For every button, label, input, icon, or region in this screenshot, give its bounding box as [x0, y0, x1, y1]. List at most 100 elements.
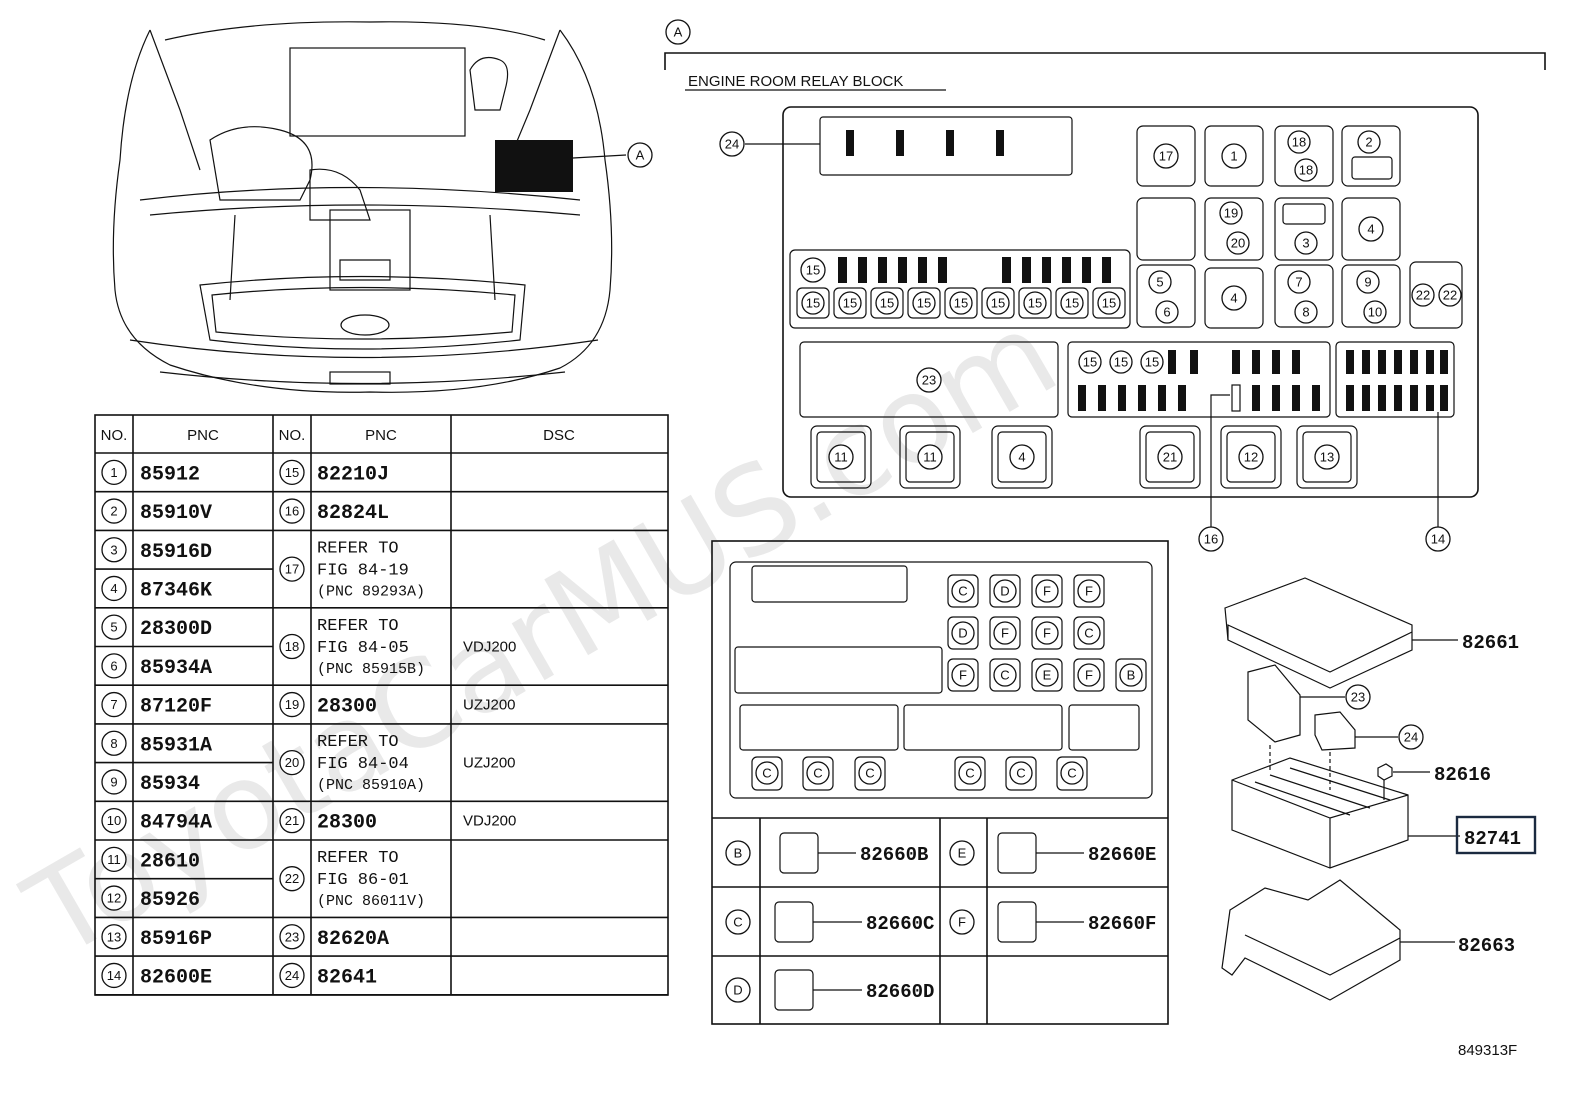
mid-bar: [1158, 385, 1166, 411]
diagram-code: 849313F: [1458, 1042, 1517, 1059]
table-pnc-line3: (PNC 85915B): [317, 661, 425, 678]
table-no-19-circle: [279, 691, 305, 718]
connector-C: C: [813, 766, 822, 781]
fuse-15-circle: [986, 291, 1010, 315]
exploded-23: 23: [1351, 690, 1365, 705]
header-pnc-right: PNC: [365, 427, 397, 444]
fuse-10: 10: [1368, 305, 1382, 320]
table-no-5: 5: [110, 620, 117, 635]
table-no-10-circle: [101, 808, 127, 834]
table-pnc-line2: FIG 86-01: [317, 871, 409, 890]
fuse-15: 15: [1102, 296, 1116, 311]
table-pnc-line3: (PNC 86011V): [317, 893, 425, 910]
table-no-20: 20: [285, 755, 299, 770]
strip-bar: [1022, 257, 1031, 283]
table-no-17: 17: [285, 562, 299, 577]
connector-C-circle: [1060, 761, 1084, 785]
connector-slot: [954, 756, 986, 791]
fuse-15-circle: [1097, 291, 1121, 315]
relay-inner: [1226, 431, 1276, 483]
mid-bar: [1252, 350, 1260, 374]
fuse-15: 15: [843, 296, 857, 311]
table-pnc: 28300: [317, 812, 377, 835]
mid-bar: [1178, 385, 1186, 411]
relay-1: 1: [1230, 149, 1237, 164]
fuse-15: 15: [1028, 296, 1042, 311]
table-dsc: VDJ200: [463, 813, 516, 830]
table-no-23-circle: [279, 924, 305, 950]
table-pnc: 85916P: [140, 928, 212, 951]
table-pnc: REFER TO: [317, 849, 399, 868]
table-no-9: 9: [110, 774, 117, 789]
connector-F-circle: [1035, 621, 1059, 645]
table-pnc: 28610: [140, 850, 200, 873]
connector-E: E: [1043, 668, 1052, 683]
bottom-relay-13: 13: [1320, 450, 1334, 465]
legend-letter-F-circle: [949, 909, 975, 935]
table-no-5-circle: [101, 614, 127, 640]
table-no-7-circle: [101, 691, 127, 718]
connector-slot: [1031, 658, 1063, 692]
relay-inner: [997, 431, 1047, 483]
relay-4b: 4: [1230, 291, 1237, 306]
connector-C: C: [958, 584, 967, 599]
strip-bar: [1042, 257, 1051, 283]
table-no-7: 7: [110, 697, 117, 712]
mid-bar: [1292, 385, 1300, 411]
table-no-3: 3: [110, 542, 117, 557]
connector-icon: [997, 832, 1037, 874]
table-pnc: REFER TO: [317, 733, 399, 752]
label-cover: 82661: [1462, 632, 1519, 654]
fuse-15-mid-circle: [1140, 350, 1164, 374]
connector-C-circle: [951, 579, 975, 603]
strip-bar: [918, 257, 927, 283]
table-no-13-circle: [101, 924, 127, 950]
table-no-13: 13: [107, 929, 121, 944]
relay-17: 17: [1159, 149, 1173, 164]
table-pnc: 82620A: [317, 928, 389, 951]
relay-inner: [1145, 431, 1195, 483]
connector-B-circle: [1119, 663, 1143, 687]
bottom-relay-4-circle: [1009, 444, 1035, 470]
mid-bar: [1292, 350, 1300, 374]
connector-slot: [947, 658, 979, 692]
table-no-6-circle: [101, 653, 127, 679]
right-bar: [1440, 350, 1448, 374]
relay-block-layout: 24 17 1 18 18 2 19 20 3 4 5 6 4 7 8 9 10…: [719, 106, 1479, 552]
mid-bar: [1168, 350, 1176, 374]
bottom-relay-21-circle: [1157, 444, 1183, 470]
table-pnc: 82600E: [140, 966, 212, 989]
table-no-1-circle: [101, 459, 127, 486]
connector-slot: [1073, 616, 1105, 650]
table-no-17-circle: [279, 556, 305, 582]
table-pnc: 85912: [140, 463, 200, 486]
fuse-15-circle: [1023, 291, 1047, 315]
fuse-15-single: 15: [806, 263, 820, 278]
table-no-12-circle: [101, 885, 127, 911]
table-no-14: 14: [107, 968, 121, 983]
table-no-22: 22: [285, 871, 299, 886]
label-23: 23: [922, 373, 936, 388]
relay-slot: [991, 425, 1053, 489]
table-no-8: 8: [110, 736, 117, 751]
highlight-box: [1455, 815, 1537, 855]
mid-bar: [1312, 385, 1320, 411]
table-pnc-line2: FIG 84-04: [317, 755, 409, 774]
mid-bar: [1078, 385, 1086, 411]
right-bar: [1362, 385, 1370, 411]
table-pnc: 28300: [317, 696, 377, 719]
connector-F: F: [959, 668, 967, 683]
connector-icon: [774, 901, 814, 943]
fuse-slot: [1018, 287, 1052, 319]
connector-C-circle: [755, 761, 779, 785]
relay-slot: [1296, 425, 1358, 489]
bottom-relay-11-circle: [917, 444, 943, 470]
table-no-24: 24: [285, 968, 299, 983]
strip-bar: [1082, 257, 1091, 283]
connector-slot: [854, 756, 886, 791]
connector-slot: [751, 756, 783, 791]
table-no-16-circle: [279, 498, 305, 524]
relay-slot: [810, 425, 872, 489]
right-bar: [1378, 350, 1386, 374]
table-dsc: UZJ200: [463, 697, 516, 714]
